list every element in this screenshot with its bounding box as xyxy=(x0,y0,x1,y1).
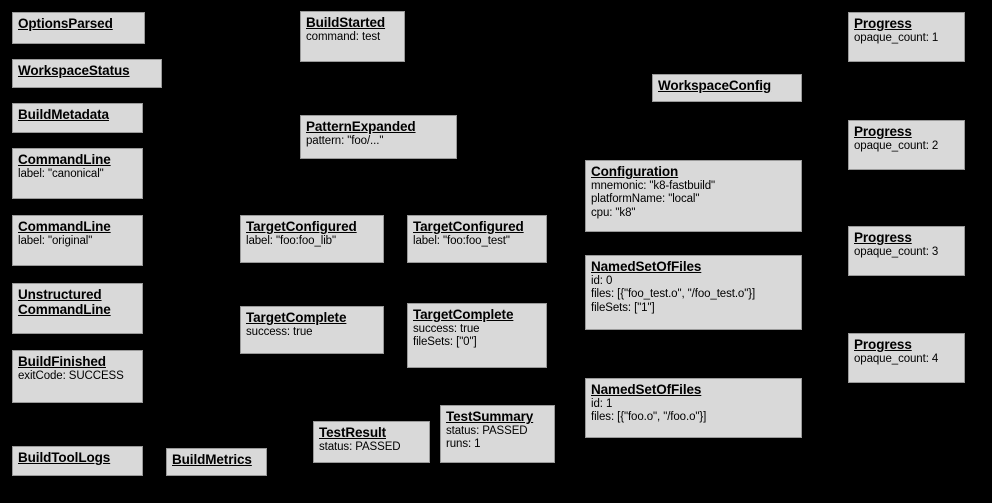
node-attribute: pattern: "foo/..." xyxy=(306,135,384,148)
node-attribute: label: "foo:foo_lib" xyxy=(246,235,336,248)
node-attribute: cpu: "k8" xyxy=(591,206,636,219)
node-title: Configuration xyxy=(591,164,679,179)
node-attribute: opaque_count: 1 xyxy=(854,32,939,45)
node-attribute: mnemonic: "k8-fastbuild" xyxy=(591,180,716,193)
node-title: CommandLine xyxy=(18,219,111,234)
node-title: NamedSetOfFiles xyxy=(591,259,702,274)
node-title: BuildMetadata xyxy=(18,107,109,122)
node-options-parsed[interactable]: OptionsParsed xyxy=(12,12,145,44)
node-build-tool-logs[interactable]: BuildToolLogs xyxy=(12,446,143,476)
node-attribute: files: [{"foo.o", "/foo.o"}] xyxy=(591,411,707,424)
node-attribute: label: "foo:foo_test" xyxy=(413,235,510,248)
node-title: NamedSetOfFiles xyxy=(591,382,702,397)
node-workspace-status[interactable]: WorkspaceStatus xyxy=(12,59,162,88)
node-title: OptionsParsed xyxy=(18,16,113,31)
node-title: CommandLine xyxy=(18,152,111,167)
node-unstructured-command-line[interactable]: Unstructured CommandLine xyxy=(12,283,143,334)
node-title: Unstructured CommandLine xyxy=(18,287,111,318)
node-title: Progress xyxy=(854,230,912,245)
node-attribute: status: PASSED xyxy=(319,441,401,454)
node-title: WorkspaceConfig xyxy=(658,78,772,93)
node-attribute: label: "canonical" xyxy=(18,168,104,181)
node-attribute: command: test xyxy=(306,31,381,44)
node-build-metrics[interactable]: BuildMetrics xyxy=(166,448,267,476)
node-attribute: id: 0 xyxy=(591,275,613,288)
node-title: TargetConfigured xyxy=(246,219,357,234)
node-attribute: platformName: "local" xyxy=(591,193,700,206)
node-title: Progress xyxy=(854,337,912,352)
node-title: TargetConfigured xyxy=(413,219,524,234)
node-attribute: opaque_count: 4 xyxy=(854,353,939,366)
node-title: Progress xyxy=(854,16,912,31)
node-title: TestResult xyxy=(319,425,387,440)
node-title: TargetComplete xyxy=(413,307,514,322)
node-attribute: opaque_count: 3 xyxy=(854,246,939,259)
node-title: BuildStarted xyxy=(306,15,386,30)
node-title: TestSummary xyxy=(446,409,534,424)
node-attribute: label: "original" xyxy=(18,235,93,248)
node-attribute: status: PASSED xyxy=(446,425,528,438)
node-attribute: exitCode: SUCCESS xyxy=(18,370,124,383)
node-attribute: files: [{"foo_test.o", "/foo_test.o"}] xyxy=(591,288,756,301)
node-title: BuildMetrics xyxy=(172,452,252,467)
node-title: BuildFinished xyxy=(18,354,106,369)
node-attribute: fileSets: ["1"] xyxy=(591,301,655,314)
node-attribute: success: true xyxy=(413,323,480,336)
node-title: BuildToolLogs xyxy=(18,450,111,465)
node-build-metadata[interactable]: BuildMetadata xyxy=(12,103,143,133)
node-attribute: id: 1 xyxy=(591,398,613,411)
node-title: WorkspaceStatus xyxy=(18,63,130,78)
node-title: PatternExpanded xyxy=(306,119,416,134)
node-workspace-config[interactable]: WorkspaceConfig xyxy=(652,74,802,102)
node-attribute: fileSets: ["0"] xyxy=(413,336,477,349)
node-attribute: runs: 1 xyxy=(446,438,481,451)
node-title: Progress xyxy=(854,124,912,139)
node-attribute: success: true xyxy=(246,326,313,339)
node-title: TargetComplete xyxy=(246,310,347,325)
node-attribute: opaque_count: 2 xyxy=(854,140,939,153)
